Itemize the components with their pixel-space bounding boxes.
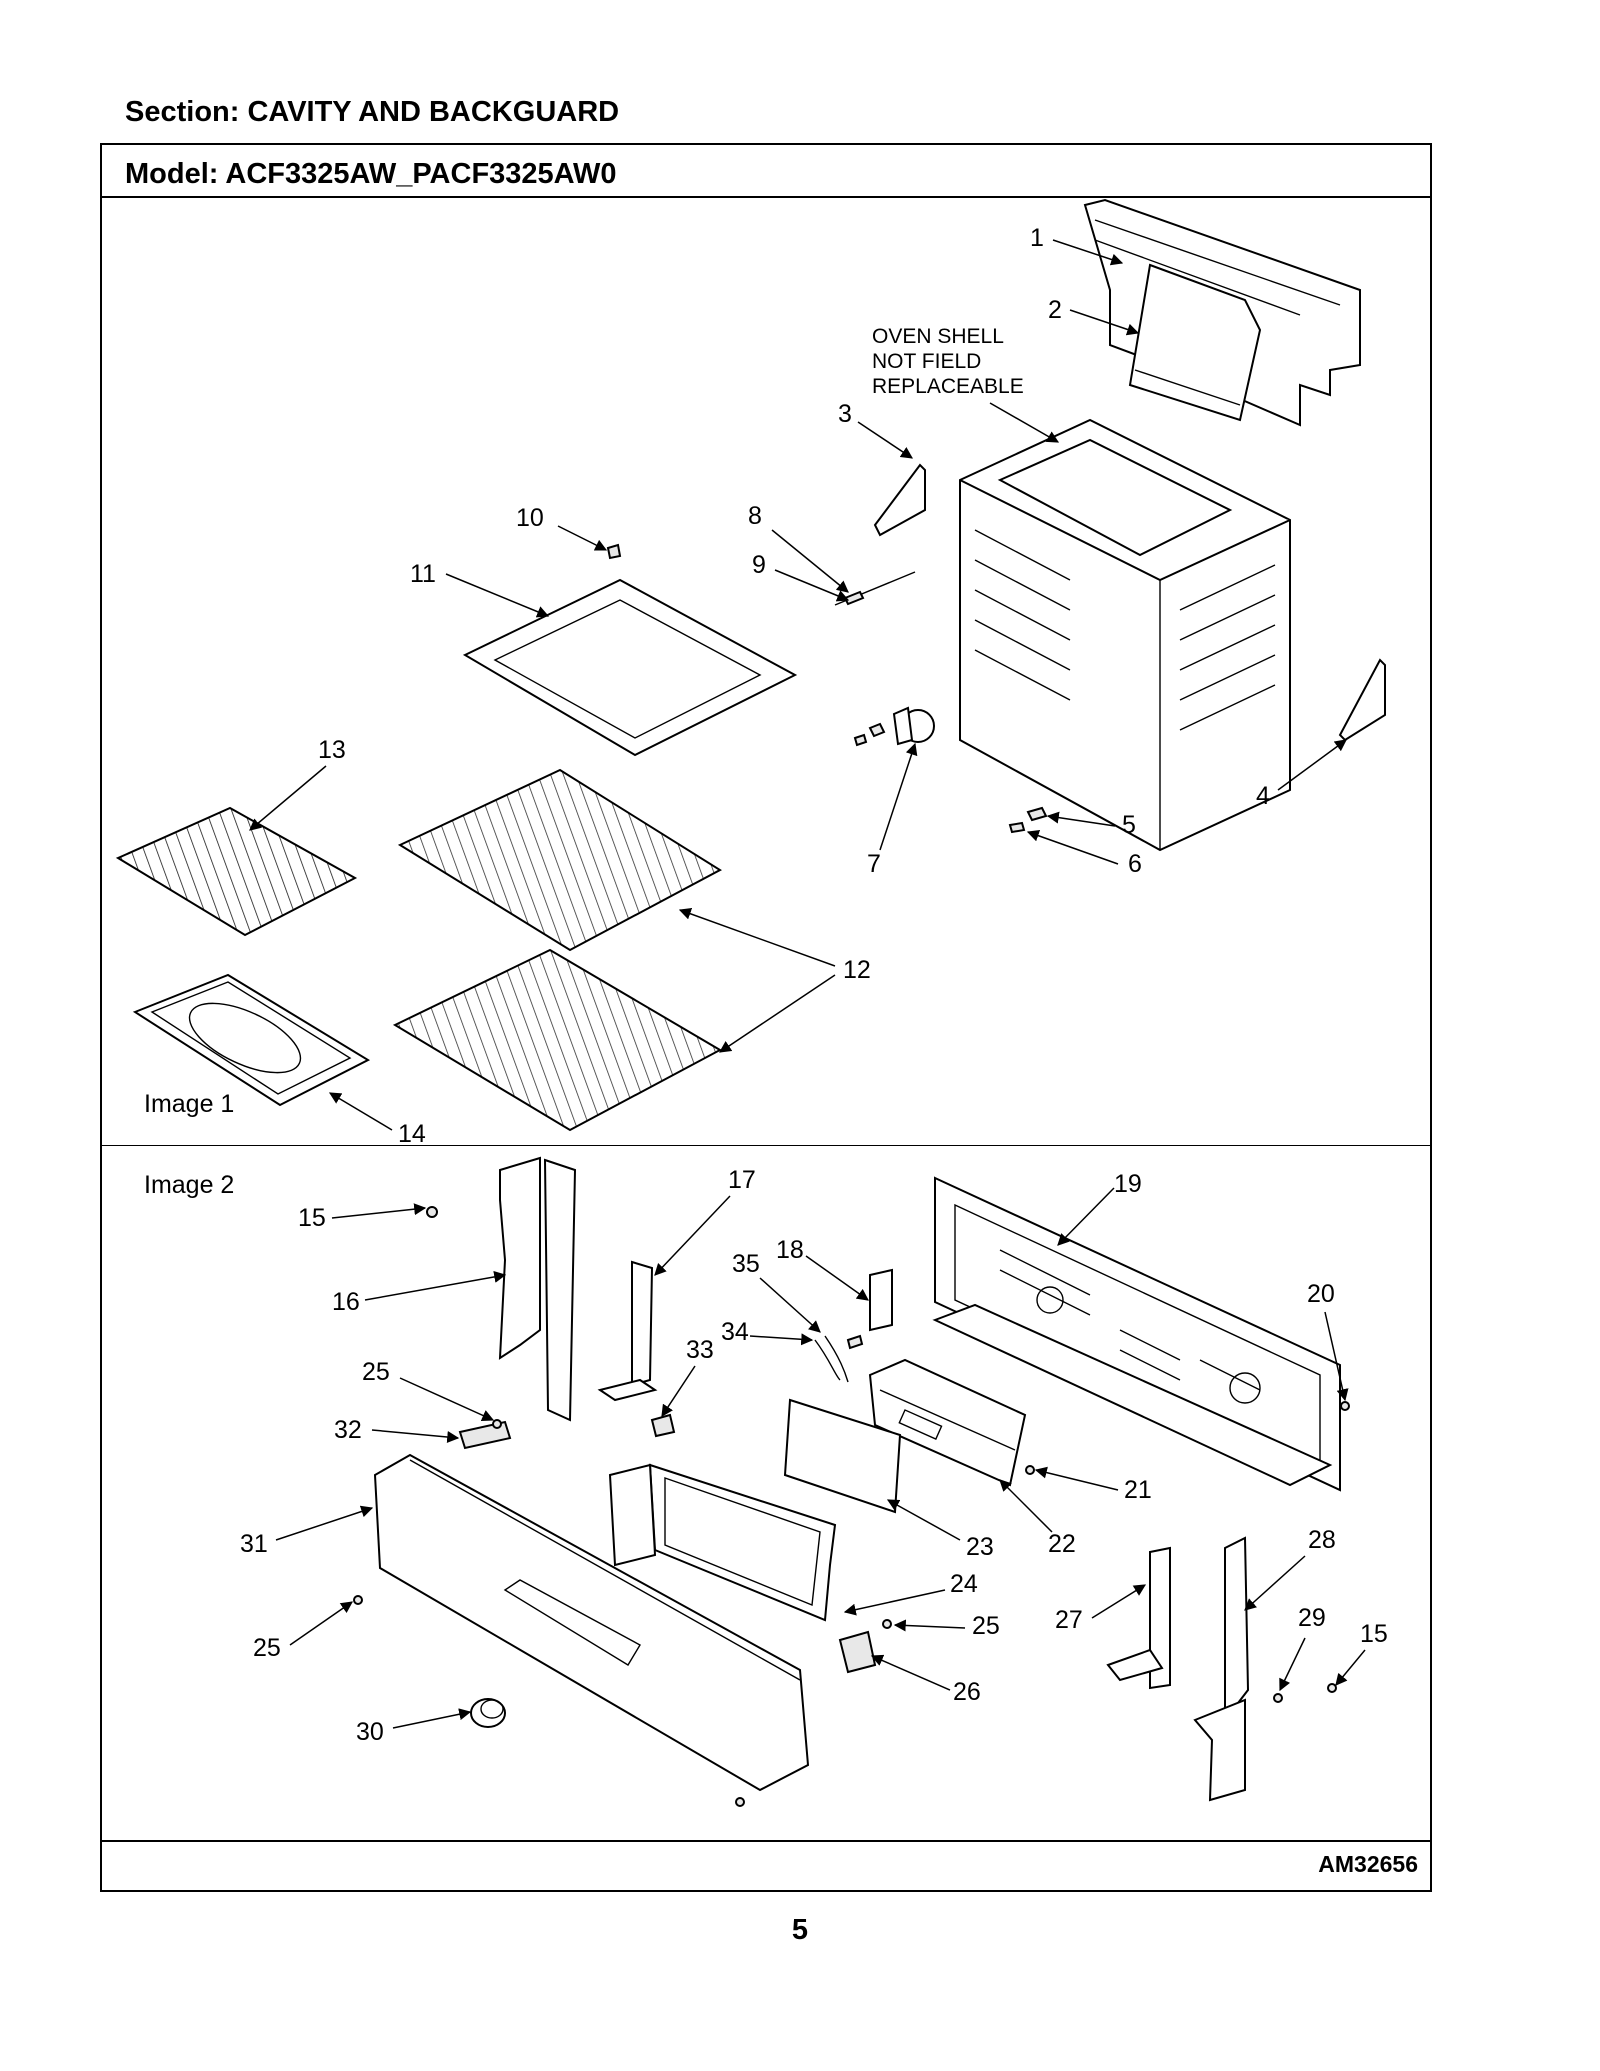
callout-15a: 15 <box>298 1204 326 1232</box>
part-32-bracket <box>458 1420 512 1450</box>
backguard-rear-panel-part <box>934 1176 1341 1492</box>
image-1-label: Image 1 <box>144 1090 234 1118</box>
callout-26: 26 <box>953 1678 981 1706</box>
oven-shell-note: OVEN SHELL NOT FIELD REPLACEABLE <box>872 325 1060 443</box>
callout-25a: 25 <box>362 1358 390 1386</box>
callout-28: 28 <box>1308 1526 1336 1554</box>
wire-harness-part <box>814 1334 864 1383</box>
callout-8: 8 <box>748 502 762 530</box>
callout-5: 5 <box>1122 811 1136 839</box>
oven-shell-note-line-1: OVEN SHELL <box>872 325 1004 348</box>
left-control-bracket-part <box>597 1260 658 1402</box>
header-divider <box>100 196 1432 198</box>
callout-14: 14 <box>398 1120 426 1148</box>
callout-10: 10 <box>516 504 544 532</box>
screws <box>353 1206 1350 1807</box>
right-side-bracket-part <box>1338 658 1386 742</box>
image-2-callouts: 15 16 17 18 35 34 33 25 32 31 25 30 19 <box>240 1166 1388 1746</box>
callout-12: 12 <box>843 956 871 984</box>
broil-pan-part <box>132 973 371 1107</box>
oven-lamp-part <box>853 706 935 747</box>
callout-25b: 25 <box>253 1634 281 1662</box>
callout-4: 4 <box>1256 782 1270 810</box>
control-overlay-part <box>783 1398 902 1514</box>
callout-15b: 15 <box>1360 1620 1388 1648</box>
callout-23: 23 <box>966 1533 994 1561</box>
callout-25c: 25 <box>972 1612 1000 1640</box>
image-divider <box>100 1145 1432 1146</box>
image-1-callouts: 1 2 3 4 5 6 7 8 9 10 11 12 13 <box>249 224 1347 1148</box>
top-bracket-part <box>1128 263 1262 422</box>
callout-16: 16 <box>332 1288 360 1316</box>
callout-30: 30 <box>356 1718 384 1746</box>
callout-3: 3 <box>838 400 852 428</box>
callout-33: 33 <box>686 1336 714 1364</box>
image-2-group: Image 2 <box>144 1156 1388 1807</box>
part-6-screw <box>1008 821 1026 834</box>
control-panel-part <box>373 1453 810 1792</box>
electronic-control-part <box>868 1358 1027 1487</box>
oven-bottom-panel-part <box>462 578 798 757</box>
oven-shell-slots <box>974 529 1276 731</box>
footer-divider <box>100 1840 1432 1842</box>
callout-22: 22 <box>1048 1530 1076 1558</box>
model-title: Model: ACF3325AW_PACF3325AW0 <box>125 158 617 190</box>
left-end-cap-part <box>498 1156 577 1422</box>
callout-24: 24 <box>950 1570 978 1598</box>
footer-code: AM32656 <box>1318 1851 1418 1877</box>
callout-19: 19 <box>1114 1170 1142 1198</box>
control-glass-part <box>608 1463 837 1622</box>
oven-rack-upper-part <box>397 768 722 952</box>
image-1-group: Image 1 <box>115 198 1386 1148</box>
oven-shell-part <box>959 418 1291 852</box>
callout-35: 35 <box>732 1250 760 1278</box>
callout-27: 27 <box>1055 1606 1083 1634</box>
callout-6: 6 <box>1128 850 1142 878</box>
backguard-bottom-tray-part <box>932 1303 1333 1487</box>
broil-grid-part <box>115 806 358 937</box>
callout-29: 29 <box>1298 1604 1326 1632</box>
callout-7: 7 <box>867 850 881 878</box>
oven-rack-lower-part <box>392 948 723 1132</box>
diagram-frame <box>100 143 1432 1892</box>
callout-18: 18 <box>776 1236 804 1264</box>
switch-part <box>869 1268 893 1332</box>
callout-32: 32 <box>334 1416 362 1444</box>
oven-shell-note-line-3: REPLACEABLE <box>872 375 1024 398</box>
callout-9: 9 <box>752 551 766 579</box>
callout-2: 2 <box>1048 296 1062 324</box>
right-end-cap-part <box>1193 1536 1250 1802</box>
callout-11: 11 <box>410 560 436 588</box>
part-33-sensor <box>650 1413 676 1438</box>
part-26-bracket <box>838 1630 877 1674</box>
callout-17: 17 <box>728 1166 756 1194</box>
part-5-clip <box>1026 806 1048 822</box>
callout-20: 20 <box>1307 1280 1335 1308</box>
control-knob-part <box>470 1698 506 1728</box>
image-2-label: Image 2 <box>144 1171 234 1199</box>
callout-1: 1 <box>1030 224 1044 252</box>
section-title: Section: CAVITY AND BACKGUARD <box>125 96 620 128</box>
oven-shell-note-line-2: NOT FIELD <box>872 350 981 373</box>
callout-31: 31 <box>240 1530 268 1558</box>
callout-13: 13 <box>318 736 346 764</box>
page-number: 5 <box>791 1914 809 1946</box>
right-control-bracket-part <box>1106 1546 1171 1690</box>
left-side-bracket-part <box>873 463 926 537</box>
callout-21: 21 <box>1124 1476 1152 1504</box>
part-10-clip <box>606 543 622 560</box>
callout-34: 34 <box>721 1318 749 1346</box>
